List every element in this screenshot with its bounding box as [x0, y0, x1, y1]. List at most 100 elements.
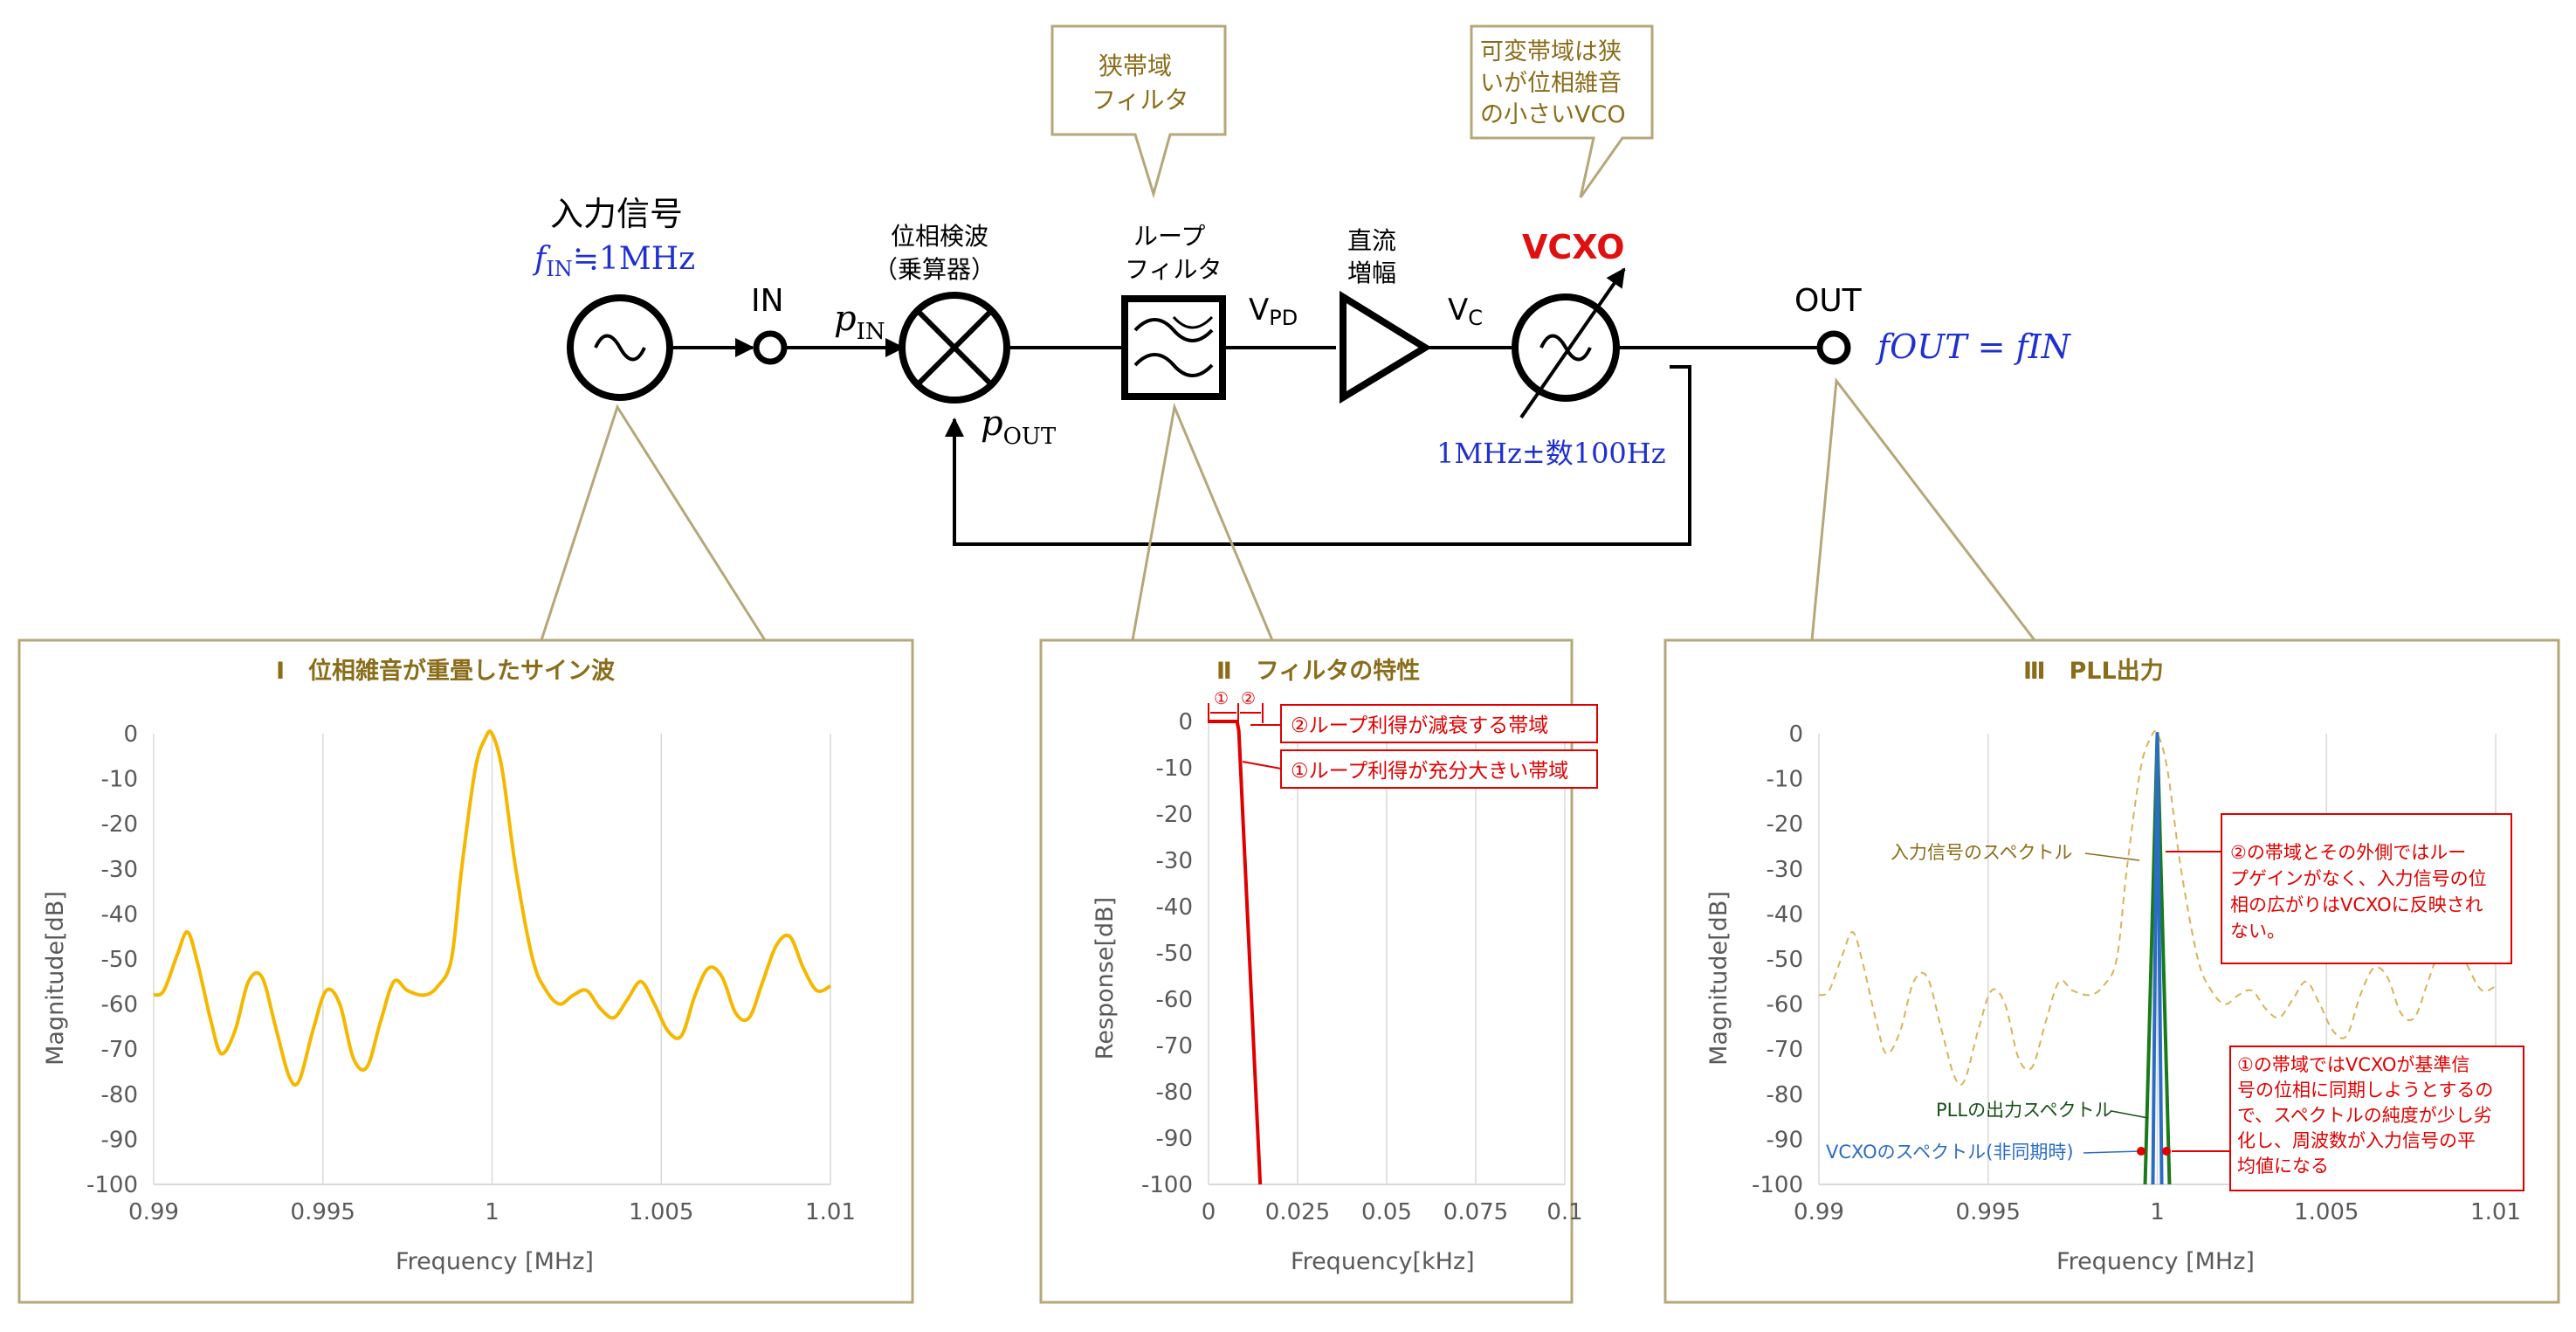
p3-xtick-label: 1 — [2150, 1199, 2165, 1225]
p1-xtick-label: 1 — [485, 1199, 499, 1225]
p1-ytick-label: -20 — [101, 811, 138, 838]
filter-note-2: ②ループ利得が減衰する帯域 — [1250, 704, 1598, 743]
p2-ytick-label: -10 — [1156, 756, 1193, 782]
panel-1-title: Ⅰ 位相雑音が重畳したサイン波 — [276, 657, 616, 685]
p1-ytick-label: -70 — [101, 1037, 138, 1063]
p-in-label: pIN — [834, 299, 885, 345]
svg-text:均値になる: 均値になる — [2237, 1156, 2329, 1177]
panel-3-title: Ⅲ PLL出力 — [2023, 658, 2164, 685]
p1-ytick-label: -40 — [101, 901, 138, 928]
p2-ytick-label: -50 — [1156, 941, 1193, 967]
vcxo-symbol — [1512, 267, 1626, 419]
callout-filter-line2: フィルタ — [1092, 86, 1188, 114]
svg-text:プゲインがなく、入力信号の位: プゲインがなく、入力信号の位 — [2230, 868, 2487, 889]
p2-xtick-label: 0.1 — [1546, 1199, 1582, 1225]
p3-series-line-2 — [2151, 732, 2164, 1185]
p3-ytick-label: -10 — [1767, 767, 1803, 793]
p3-ytick-label: -100 — [1752, 1172, 1803, 1198]
p2-ytick-label: -40 — [1156, 894, 1193, 921]
svg-text:ない。: ない。 — [2230, 921, 2285, 942]
p2-xtick-label: 0.075 — [1443, 1199, 1508, 1225]
p2-xtick-label: 0.025 — [1265, 1199, 1330, 1225]
p2-ytick-label: -60 — [1156, 987, 1193, 1013]
p3-xtick-label: 1.005 — [2294, 1199, 2359, 1225]
dc-amp-sublabel: 増幅 — [1347, 259, 1396, 287]
panel-3-xlabel: Frequency [MHz] — [2056, 1248, 2255, 1275]
label-vcxo-spectrum: VCXOのスペクトル(非同期時) — [1826, 1142, 2074, 1163]
band-marker-2: ② — [1241, 689, 1256, 708]
dc-amplifier-symbol — [1340, 290, 1432, 404]
p3-ytick-label: -20 — [1767, 811, 1803, 838]
p1-ytick-label: -90 — [101, 1127, 138, 1153]
p2-ytick-label: 0 — [1178, 709, 1193, 735]
p2-xtick-label: 0.05 — [1361, 1199, 1412, 1225]
band-marker-1: ① — [1214, 689, 1229, 708]
p1-ytick-label: -30 — [101, 857, 138, 883]
p1-ytick-label: -60 — [101, 992, 138, 1018]
pll-note-b: ①の帯域ではVCXOが基準信 号の位相に同期しようとするの で、スペクトルの純度… — [2172, 1046, 2524, 1191]
p2-series-line-0 — [1209, 720, 1263, 1185]
sync-marker-right — [2162, 1147, 2171, 1156]
p1-series-line-0 — [153, 729, 831, 1087]
p3-ytick-label: -30 — [1767, 857, 1803, 883]
panel-2-title: Ⅱ フィルタの特性 — [1216, 658, 1420, 685]
p1-ytick-label: -100 — [86, 1172, 138, 1198]
band-markers: ① ② — [1208, 689, 1264, 723]
dc-amp-label: 直流 — [1347, 226, 1396, 255]
p1-xtick-label: 0.995 — [291, 1199, 355, 1225]
p2-ytick-label: -80 — [1156, 1080, 1193, 1106]
p3-ytick-label: -70 — [1767, 1037, 1803, 1063]
panel-2-ylabel: Response[dB] — [1092, 897, 1119, 1059]
panel-2-xlabel: Frequency[kHz] — [1291, 1248, 1475, 1275]
p2-ytick-label: -30 — [1156, 848, 1193, 874]
callout-vcxo: 可変帯域は狭 いが位相雑音 の小さいVCO — [1470, 24, 1654, 198]
p2-ytick-label: -90 — [1156, 1126, 1193, 1152]
out-terminal — [1816, 330, 1851, 365]
out-terminal-label: OUT — [1794, 283, 1863, 319]
p1-xtick-label: 1.005 — [629, 1199, 693, 1225]
svg-text:化し、周波数が入力信号の平: 化し、周波数が入力信号の平 — [2237, 1130, 2476, 1151]
vcxo-range-label: 1MHz±数100Hz — [1436, 437, 1666, 470]
phase-detector-sublabel: （乗算器） — [873, 255, 995, 284]
callout-vcxo-line2: いが位相雑音 — [1480, 70, 1622, 97]
input-frequency-label: fIN≒1MHz — [532, 241, 695, 281]
p3-xtick-label: 0.995 — [1956, 1199, 2021, 1225]
in-terminal-label: IN — [751, 283, 784, 319]
filter-note-1: ①ループ利得が充分大きい帯域 — [1242, 749, 1598, 789]
v-pd-label: VPD — [1249, 293, 1298, 330]
feedback-path — [945, 365, 1691, 546]
p1-xtick-label: 1.01 — [805, 1199, 856, 1225]
p1-ytick-label: -10 — [101, 767, 138, 793]
loop-filter-label: ループ — [1133, 222, 1205, 251]
v-c-label: VC — [1448, 293, 1483, 330]
p3-xtick-label: 0.99 — [1794, 1199, 1844, 1225]
p2-ytick-label: -20 — [1156, 802, 1193, 828]
p3-series-line-0 — [1818, 730, 2497, 1087]
p2-ytick-label: -100 — [1141, 1172, 1193, 1198]
callout-vcxo-line1: 可変帯域は狭 — [1480, 38, 1622, 66]
p1-ytick-label: -50 — [101, 947, 138, 973]
in-terminal — [753, 330, 788, 365]
callout-vcxo-line3: の小さいVCO — [1480, 101, 1626, 128]
callout-filter-line1: 狭帯域 — [1099, 52, 1172, 80]
svg-text:②の帯域とその外側ではルー: ②の帯域とその外側ではルー — [2230, 842, 2466, 863]
p3-ytick-label: -40 — [1767, 901, 1803, 928]
label-pll-spectrum: PLLの出力スペクトル — [1936, 1100, 2113, 1121]
label-input-spectrum: 入力信号のスペクトル — [1891, 842, 2073, 863]
block-diagram: 入力信号 fIN≒1MHz IN pIN 位相検波 （乗算器） pOUT ループ — [532, 195, 2072, 546]
panel-leader-lines — [540, 377, 2036, 641]
svg-text:相の広がりはVCXOに反映され: 相の広がりはVCXOに反映され — [2230, 894, 2483, 915]
p1-xtick-label: 0.99 — [128, 1199, 179, 1225]
multiplier-symbol — [899, 292, 1010, 404]
svg-text:で、スペクトルの純度が少し劣: で、スペクトルの純度が少し劣 — [2237, 1105, 2492, 1126]
svg-text:②ループ利得が減衰する帯域: ②ループ利得が減衰する帯域 — [1291, 714, 1548, 737]
p1-ytick-label: -80 — [101, 1082, 138, 1108]
callout-narrowband-filter: 狭帯域 フィルタ — [1050, 24, 1227, 199]
svg-text:①の帯域ではVCXOが基準信: ①の帯域ではVCXOが基準信 — [2237, 1054, 2469, 1075]
